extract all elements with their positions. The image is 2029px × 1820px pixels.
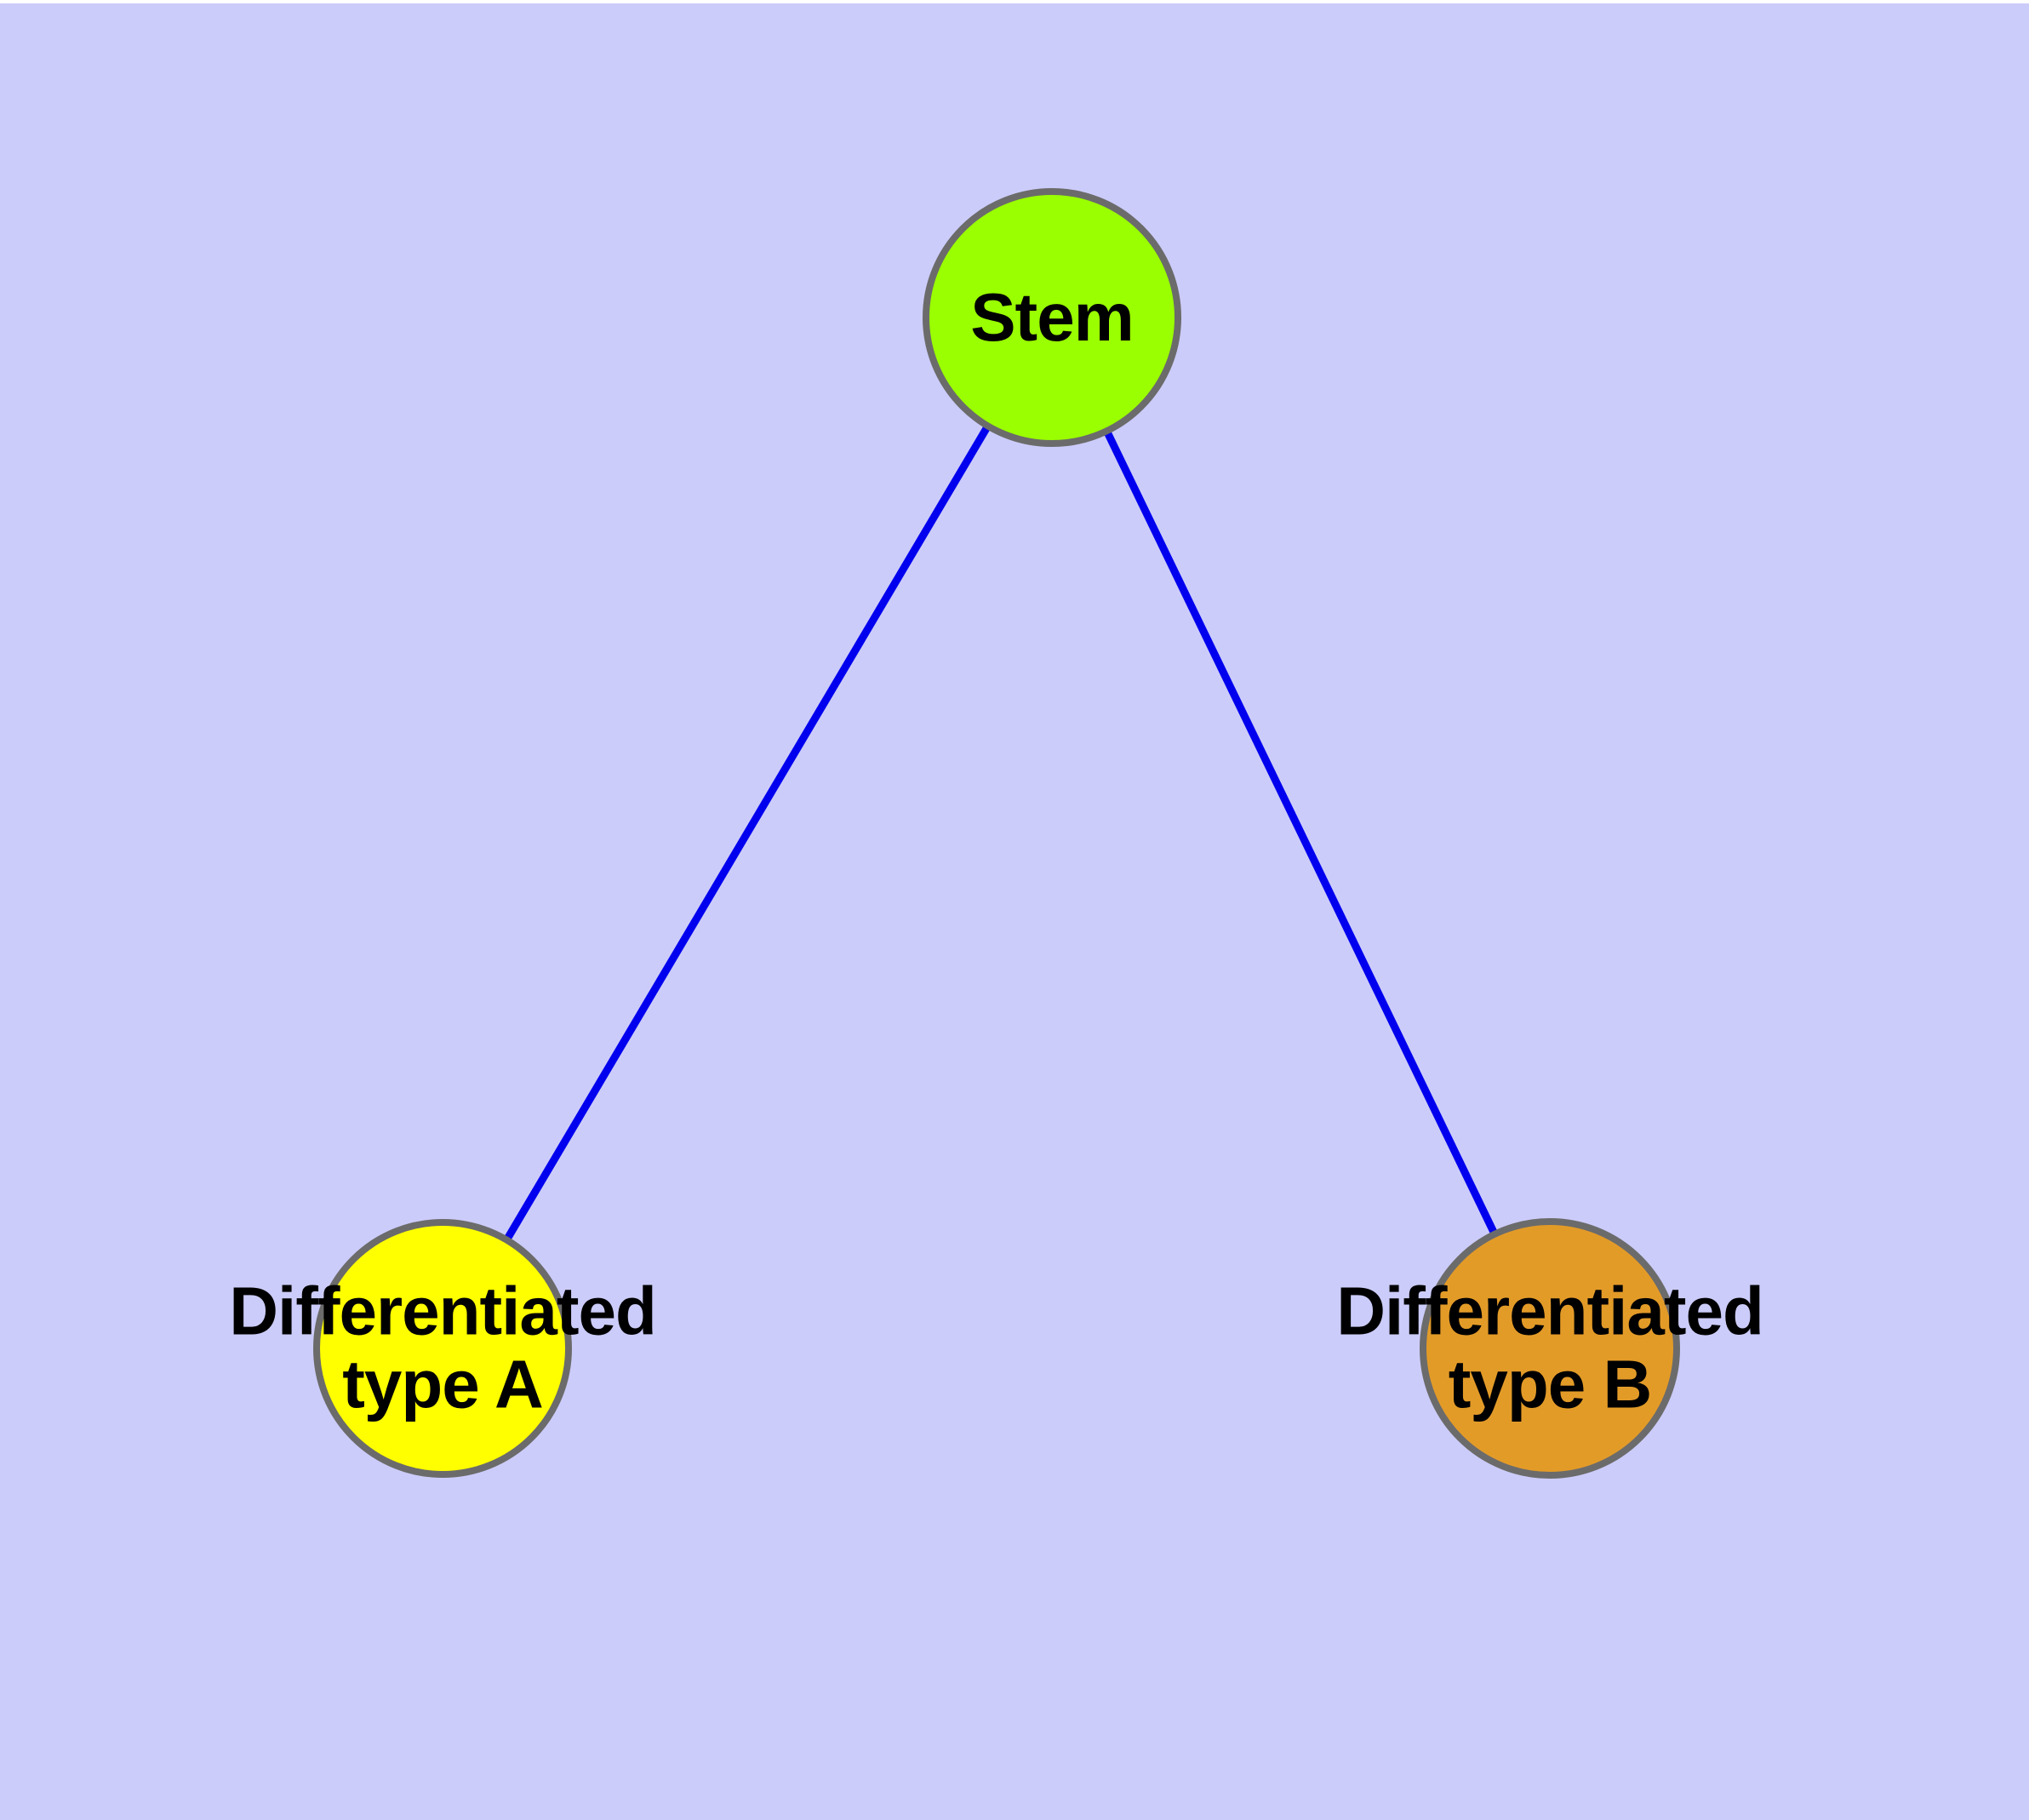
edge-layer [439,315,1554,1351]
node-layer [313,188,1680,1479]
edge-stem-to-differentiated-type-b[interactable] [1048,316,1554,1350]
cell-differentiation-graph [313,188,1680,1479]
node-differentiated-type-a[interactable] [313,1219,572,1478]
node-stem[interactable] [923,188,1181,447]
edge-stem-to-differentiated-type-a[interactable] [439,315,1055,1351]
node-differentiated-type-b[interactable] [1420,1218,1680,1479]
